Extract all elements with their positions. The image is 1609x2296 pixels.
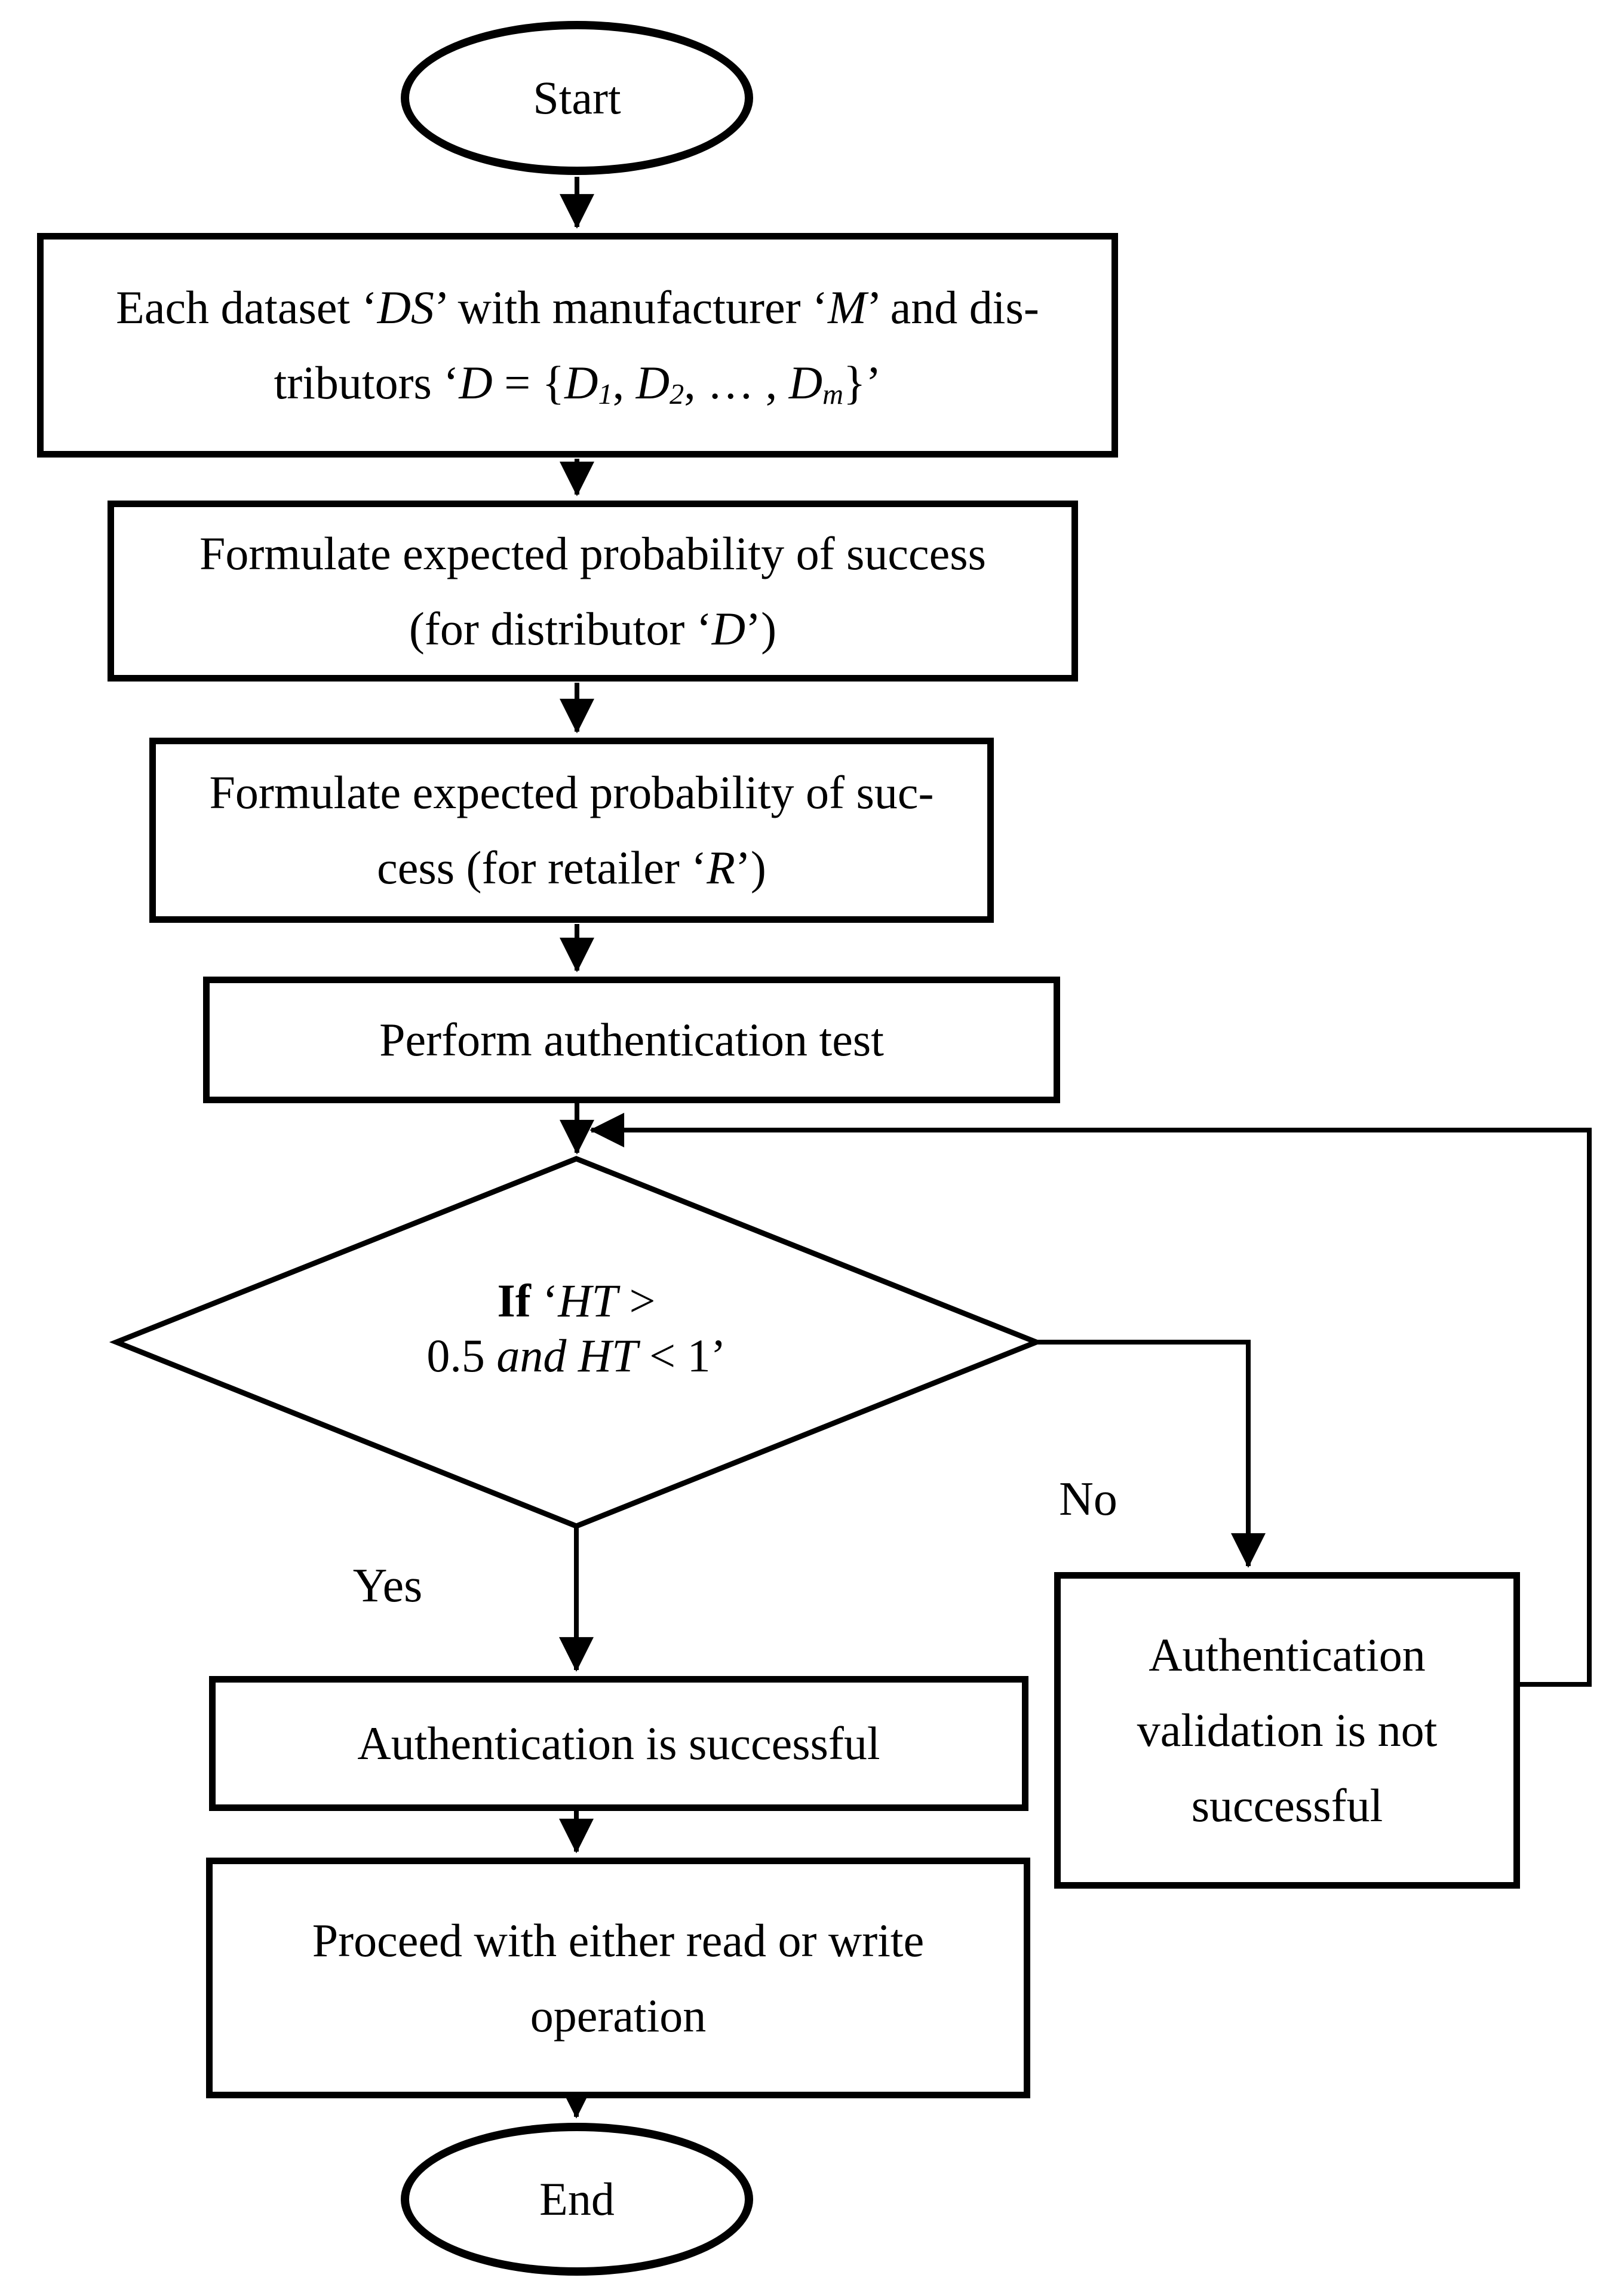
auth-fail-box: Authentication validation is not success…	[1054, 1572, 1520, 1889]
start-node: Start	[401, 21, 753, 175]
dataset-line1: Each dataset ‘DS’ with manufacturer ‘M’ …	[116, 281, 1039, 333]
proceed-box: Proceed with either read or write operat…	[206, 1858, 1030, 2098]
arrow-feedback-loop	[589, 1113, 1592, 1687]
end-label: End	[539, 2173, 615, 2225]
dataset-line2: tributors ‘D = {D1, D2, … , Dm}’	[274, 357, 882, 410]
proceed-line2: operation	[530, 1989, 707, 2042]
arrow-no-branch	[1036, 1340, 1266, 1568]
auth-success-box: Authentication is successful	[209, 1676, 1028, 1811]
auth-test-box: Perform authentication test	[203, 977, 1060, 1103]
prob-distributor-line2: (for distributor ‘D’)	[409, 602, 777, 655]
prob-distributor-box: Formulate expected probability of succes…	[108, 501, 1078, 682]
decision-diamond-label: If ‘HT > 0.5 and HT < 1’	[218, 1273, 935, 1383]
dataset-box: Each dataset ‘DS’ with manufacturer ‘M’ …	[37, 233, 1118, 458]
proceed-line1: Proceed with either read or write	[312, 1914, 925, 1966]
prob-retailer-box: Formulate expected probability of suc- c…	[149, 738, 994, 923]
prob-retailer-line2: cess (for retailer ‘R’)	[377, 842, 766, 894]
auth-fail-line1: Authentication	[1149, 1629, 1426, 1681]
prob-distributor-line1: Formulate expected probability of succes…	[199, 527, 986, 579]
auth-fail-line3: successful	[1191, 1779, 1383, 1831]
prob-retailer-line1: Formulate expected probability of suc-	[209, 766, 934, 818]
auth-test-line1: Perform authentication test	[379, 1014, 884, 1066]
decision-diamond-shape	[109, 1156, 1044, 1529]
no-label: No	[1059, 1473, 1117, 1525]
decision-line2: 0.5 and HT < 1’	[426, 1330, 726, 1382]
decision-line1: If ‘HT >	[497, 1275, 656, 1327]
end-node: End	[401, 2123, 753, 2276]
auth-success-line1: Authentication is successful	[357, 1717, 880, 1769]
auth-fail-line2: validation is not	[1137, 1704, 1438, 1756]
yes-label: Yes	[352, 1560, 423, 1612]
start-label: Start	[533, 72, 621, 124]
